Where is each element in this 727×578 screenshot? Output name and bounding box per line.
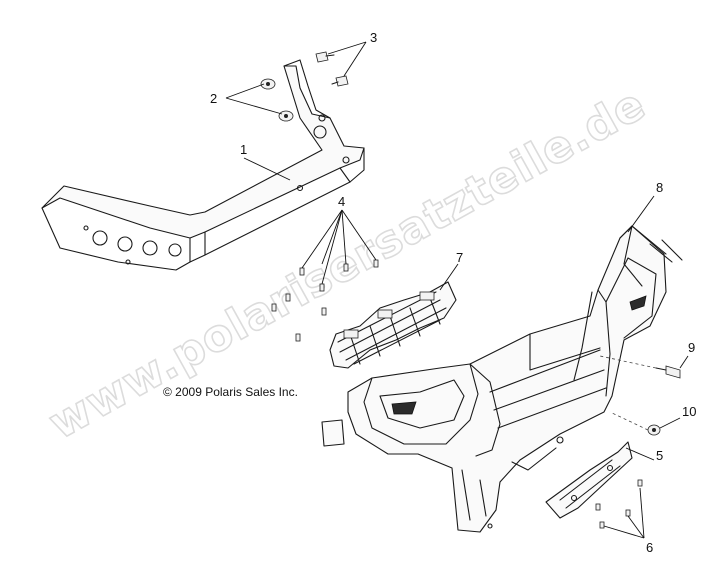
callout-2: 2	[210, 91, 217, 106]
bushing-10	[609, 411, 661, 436]
callout-6: 6	[646, 540, 653, 555]
callout-4: 4	[338, 194, 345, 209]
bolt-hardware	[315, 51, 349, 87]
skid-plate	[545, 441, 633, 519]
front-bumper-assembly	[347, 225, 683, 533]
callout-10: 10	[682, 404, 696, 419]
callout-8: 8	[656, 180, 663, 195]
screw-set	[595, 479, 643, 529]
callout-7: 7	[456, 250, 463, 265]
leader-lines	[225, 41, 689, 539]
nut-hardware	[260, 78, 294, 122]
bolt-9	[599, 355, 681, 379]
copyright-text: © 2009 Polaris Sales Inc.	[163, 385, 298, 399]
mesh-grille	[329, 281, 457, 369]
callout-9: 9	[688, 340, 695, 355]
callout-5: 5	[656, 448, 663, 463]
callout-1: 1	[240, 142, 247, 157]
callout-3: 3	[370, 30, 377, 45]
front-frame-bracket	[41, 59, 365, 271]
decal	[321, 419, 345, 447]
